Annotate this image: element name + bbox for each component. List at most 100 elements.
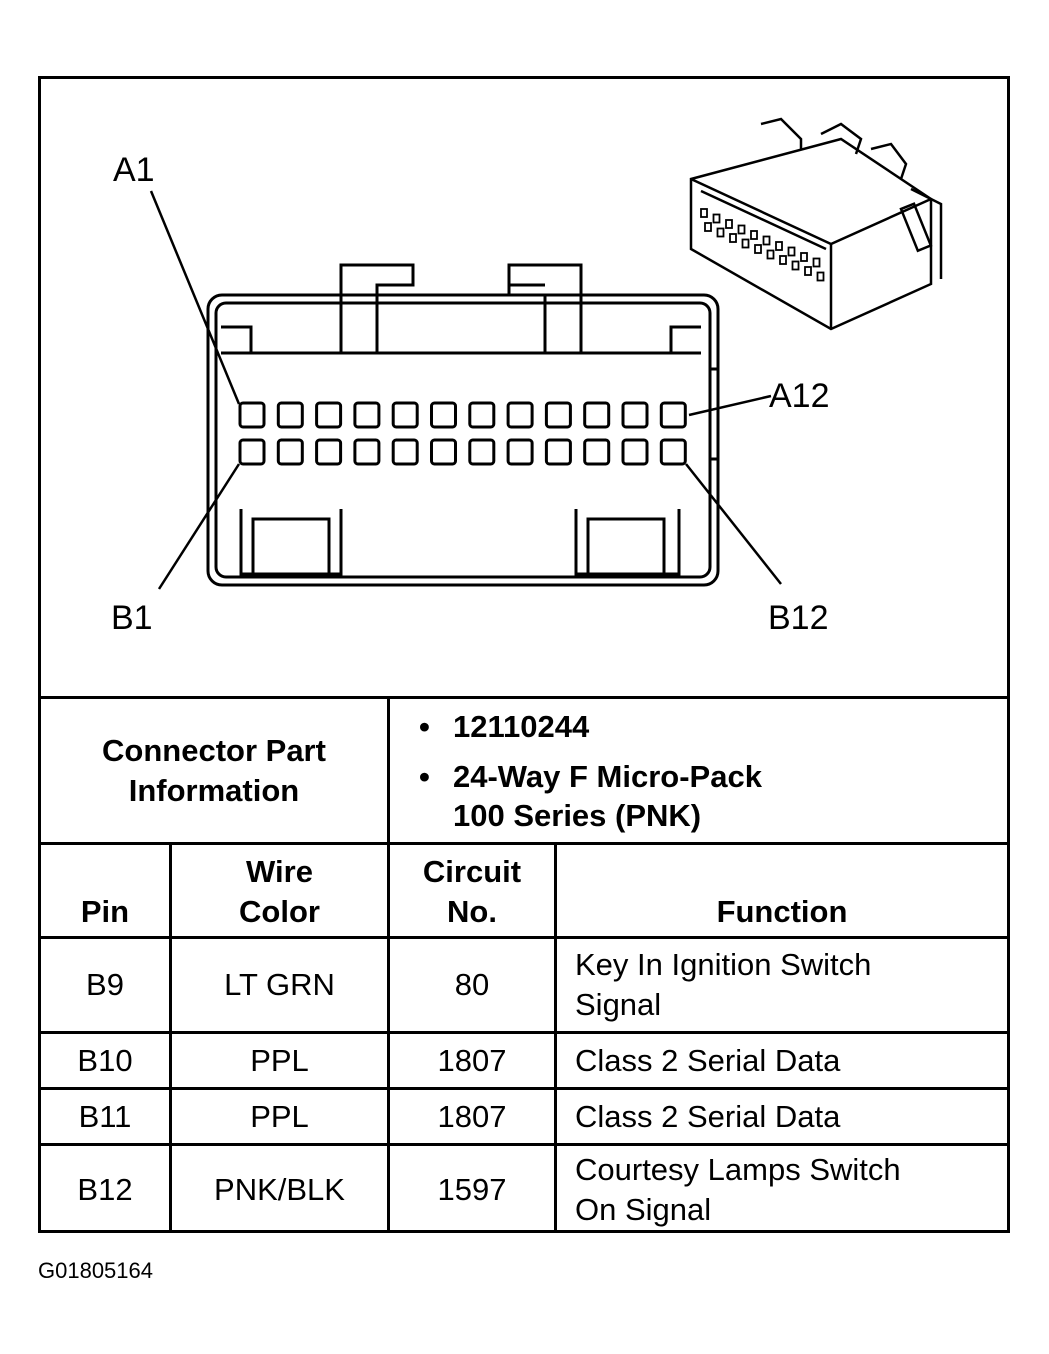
table-row-0-pin: B9 — [86, 967, 124, 1002]
pin-cavity-b9 — [544, 438, 572, 466]
connector-info-label: Connector Part Information — [41, 699, 387, 842]
iso-pin-cavity — [791, 260, 800, 271]
header-wire-color-line1: Wire — [246, 854, 313, 889]
a12-leader — [688, 394, 772, 417]
pin-cavity-a1 — [238, 401, 266, 429]
pin-cavity-b12 — [659, 438, 687, 466]
header-circuit-line1: Circuit — [422, 854, 522, 889]
pin-cavity-a8 — [506, 401, 534, 429]
pin-label-a1: A1 — [113, 151, 155, 189]
iso-pin-cavity — [750, 230, 758, 240]
pin-cavity-b8 — [506, 438, 534, 466]
iso-pin-cavity — [741, 238, 750, 249]
pin-cavity-b11 — [621, 438, 649, 466]
description-line1: 24-Way F Micro-Pack — [453, 759, 762, 794]
iso-pin-cavity — [725, 219, 733, 229]
header-circuit: Circuit No. — [390, 845, 554, 936]
header-wire-color: Wire Color — [172, 845, 387, 936]
iso-pin-cavity — [804, 266, 812, 276]
part-number-item: • 12110244 — [419, 707, 590, 746]
description-item: • 24-Way F Micro-Pack 100 Series (PNK) — [419, 757, 762, 835]
side-key — [708, 367, 720, 461]
iso-pin-cavity — [762, 235, 771, 246]
pin-cavity-b10 — [583, 438, 611, 466]
table-row-3-function: Courtesy Lamps Switch On Signal — [557, 1146, 1007, 1233]
iso-pin-cavity — [816, 271, 825, 282]
header-function-text: Function — [716, 894, 848, 929]
b1-leader — [157, 463, 241, 590]
table-row-1-circuit: 1807 — [437, 1042, 507, 1078]
a1-leader — [149, 190, 241, 405]
iso-pin-cavity — [812, 257, 821, 268]
iso-pin-cavity — [754, 244, 762, 254]
header-circuit-line2: No. — [447, 894, 497, 929]
pin-cavity-b6 — [430, 438, 457, 466]
diagram-frame: A1 A12 B1 B12 Connector Part Information — [38, 76, 1010, 1233]
connector-face-diagram: A1 A12 B1 B12 — [111, 117, 943, 637]
table-row-1-wire-color: PPL — [250, 1042, 309, 1078]
figure-id: G01805164 — [38, 1258, 153, 1283]
pin-cavity-b3 — [315, 438, 343, 466]
right-latch — [507, 263, 583, 295]
iso-pin-cavity — [800, 252, 808, 262]
pin-cavity-b1 — [238, 438, 266, 466]
pin-cavity-a10 — [583, 401, 611, 429]
iso-pin-cavity — [787, 246, 796, 257]
pin-cavity-a4 — [353, 401, 381, 429]
pin-cavity-a5 — [391, 401, 419, 429]
pin-label-b12: B12 — [768, 599, 829, 637]
table-row-3-circuit: 1597 — [437, 1171, 507, 1207]
bullet-1: • — [419, 709, 430, 744]
connector-isometric-view — [689, 117, 943, 331]
table-row-0-function-line2: Signal — [575, 987, 662, 1022]
table-row-0-circuit: 80 — [454, 967, 490, 1002]
connector-info-label-line2: Information — [128, 772, 300, 808]
b12-leader — [685, 463, 782, 585]
iso-pin-cavity — [704, 222, 712, 232]
description-line2: 100 Series (PNK) — [453, 798, 702, 833]
table-row-0-wire-color: LT GRN — [224, 967, 335, 1002]
pin-cavity-a12 — [659, 401, 687, 429]
header-pin: Pin — [41, 845, 169, 936]
iso-pin-cavity — [766, 249, 775, 260]
table-row-2-pin: B11 — [78, 1098, 132, 1134]
iso-pin-cavity — [737, 224, 746, 235]
left-latch — [339, 263, 415, 295]
pin-cavity-a6 — [430, 401, 457, 429]
pin-cavity-b7 — [468, 438, 496, 466]
pin-cavity-b4 — [353, 438, 381, 466]
table-row-3-function-line2: On Signal — [575, 1191, 712, 1227]
table-row-1-pin: B10 — [77, 1042, 133, 1078]
pin-label-a12: A12 — [769, 377, 830, 415]
iso-pin-cavity — [779, 255, 787, 265]
iso-pin-cavity — [775, 241, 783, 251]
pin-cavity-a7 — [468, 401, 496, 429]
pin-cavity-a11 — [621, 401, 649, 429]
table-row-2-function: Class 2 Serial Data — [575, 1098, 841, 1134]
header-pin-text: Pin — [80, 894, 130, 929]
table-row-3-function-line1: Courtesy Lamps Switch — [575, 1151, 901, 1187]
iso-pin-cavity — [700, 208, 708, 218]
table-row-3-pin: B12 — [77, 1171, 133, 1207]
table-row-2-wire-color: PPL — [250, 1098, 309, 1134]
header-wire-color-line2: Color — [239, 894, 320, 929]
pin-cavity-b2 — [276, 438, 304, 466]
bullet-2: • — [419, 759, 430, 794]
pin-cavity-a3 — [315, 401, 343, 429]
iso-pin-cavity — [716, 227, 725, 238]
table-row-3-wire-color: PNK/BLK — [214, 1171, 345, 1207]
pin-cavity-a2 — [276, 401, 304, 429]
table-row-0-function-line1: Key In Ignition Switch — [575, 947, 872, 982]
table-row-2-circuit: 1807 — [437, 1098, 507, 1134]
iso-pin-cavity — [729, 233, 737, 243]
connector-info-label-line1: Connector Part — [102, 732, 326, 768]
table-row-0-function: Key In Ignition Switch Signal — [557, 939, 1007, 1031]
pin-cavity-a9 — [544, 401, 572, 429]
connector-info-list: • 12110244 • 24-Way F Micro-Pack 100 Ser… — [393, 701, 1003, 843]
part-number: 12110244 — [453, 709, 590, 744]
pin-label-b1: B1 — [111, 599, 153, 637]
iso-pin-cavity — [712, 213, 721, 224]
header-function: Function — [557, 845, 1007, 936]
table-row-1-function: Class 2 Serial Data — [575, 1042, 841, 1078]
pin-cavity-b5 — [391, 438, 419, 466]
